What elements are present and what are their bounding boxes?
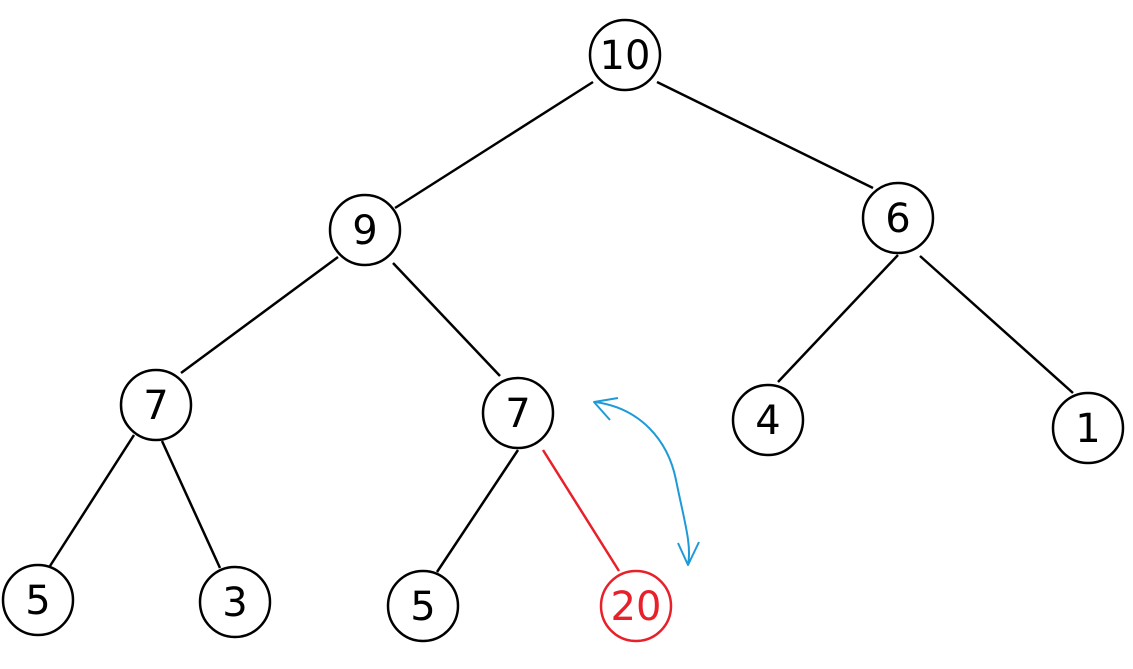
swap-arrowhead-bottom xyxy=(677,541,700,566)
tree-node-circle xyxy=(599,569,673,643)
tree-node-circle xyxy=(861,181,935,255)
tree-node-value: 10 xyxy=(600,33,651,79)
tree-node-n3: 7 xyxy=(119,368,193,442)
tree-edge-n4-n9 xyxy=(435,449,520,573)
tree-node-value: 20 xyxy=(611,584,662,630)
tree-node-n7: 5 xyxy=(1,563,75,637)
tree-edge-n1-n4 xyxy=(392,262,501,377)
swap-arrow-curve xyxy=(594,401,691,566)
tree-edge-n4-n10 xyxy=(541,449,621,572)
tree-node-value: 7 xyxy=(143,383,168,429)
tree-node-value: 1 xyxy=(1075,406,1100,452)
tree-edges xyxy=(48,80,1074,573)
tree-node-circle xyxy=(386,569,460,643)
tree-node-circle xyxy=(731,383,805,457)
tree-node-value: 4 xyxy=(755,398,780,444)
tree-node-n4: 7 xyxy=(481,376,555,450)
tree-node-value: 3 xyxy=(222,580,247,626)
tree-nodes: 10 9 6 7 7 4 1 5 3 5 20 xyxy=(1,18,1125,643)
tree-node-value: 5 xyxy=(25,578,50,624)
tree-node-n8: 3 xyxy=(198,565,272,639)
tree-node-n5: 4 xyxy=(731,383,805,457)
tree-node-circle xyxy=(1,563,75,637)
tree-node-circle xyxy=(481,376,555,450)
tree-edge-n2-n6 xyxy=(919,255,1074,394)
tree-node-circle xyxy=(328,193,402,267)
tree-node-n2: 6 xyxy=(861,181,935,255)
swap-arrow xyxy=(593,397,700,566)
tree-edge-n1-n3 xyxy=(180,255,339,375)
tree-node-circle xyxy=(1051,391,1125,465)
tree-node-circle xyxy=(119,368,193,442)
tree-node-n1: 9 xyxy=(328,193,402,267)
tree-edge-n2-n5 xyxy=(777,254,899,383)
tree-node-value: 7 xyxy=(505,391,530,437)
tree-node-n0: 10 xyxy=(588,18,662,92)
tree-edge-n3-n8 xyxy=(160,440,222,569)
tree-node-value: 9 xyxy=(352,208,377,254)
tree-node-n6: 1 xyxy=(1051,391,1125,465)
tree-node-value: 6 xyxy=(885,196,910,242)
tree-node-circle xyxy=(198,565,272,639)
tree-edge-n3-n7 xyxy=(48,434,136,567)
tree-edge-n0-n1 xyxy=(394,80,594,210)
tree-node-value: 5 xyxy=(410,584,435,630)
tree-node-n9: 5 xyxy=(386,569,460,643)
swap-arrowhead-top xyxy=(593,397,619,421)
tree-node-n10: 20 xyxy=(599,569,673,643)
tree-node-circle xyxy=(588,18,662,92)
tree-edge-n0-n2 xyxy=(656,80,874,190)
